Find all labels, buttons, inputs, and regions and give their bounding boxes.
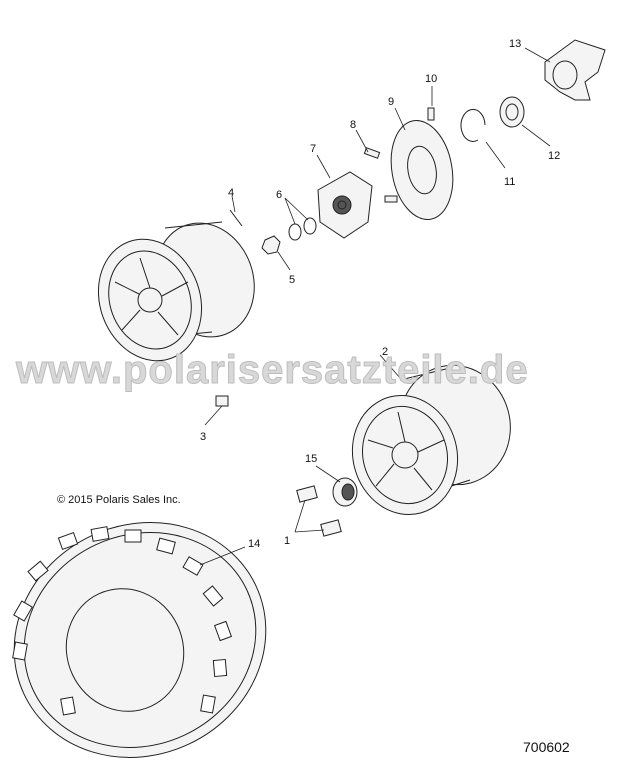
brake-disc: [390, 119, 454, 221]
callouts: 1 2 3 4 5 6 7 8 9 10 11 12 13 14 15: [200, 38, 560, 550]
callout-2: 2: [382, 346, 388, 358]
leader-lines: [199, 47, 551, 566]
callout-14: 14: [248, 538, 260, 550]
wheel-hub: [317, 171, 373, 239]
callout-7: 7: [310, 143, 316, 155]
figure-number: 700602: [523, 739, 570, 755]
callout-11: 11: [504, 176, 515, 188]
callout-3: 3: [200, 431, 206, 443]
steering-knuckle: [544, 39, 606, 101]
hub-stud: [363, 147, 381, 159]
wheel-nut-pair: [296, 485, 342, 537]
callout-12: 12: [548, 150, 560, 162]
callout-15: 15: [305, 453, 317, 465]
washer-pair: [288, 217, 317, 241]
front-wheel-rim: [351, 364, 511, 515]
callout-5: 5: [289, 274, 295, 286]
brake-bolt: [384, 107, 435, 203]
callout-6: 6: [276, 189, 282, 201]
hub-cap: [332, 477, 358, 507]
callout-13: 13: [509, 38, 521, 50]
callout-4: 4: [228, 187, 234, 199]
callout-9: 9: [388, 96, 394, 108]
tire: [12, 522, 267, 758]
valve-stem: [215, 395, 229, 407]
retaining-ring: [460, 109, 486, 142]
watermark-text: www.polarisersatzteile.de: [15, 348, 529, 392]
wheel-bearing: [499, 96, 525, 128]
hub-nut: [261, 235, 281, 255]
copyright-notice: © 2015 Polaris Sales Inc.: [57, 494, 181, 506]
callout-8: 8: [350, 119, 356, 131]
callout-10: 10: [425, 73, 437, 85]
cotter-pin: [229, 209, 243, 227]
callout-1: 1: [284, 535, 290, 547]
rear-wheel-rim: [97, 221, 255, 362]
